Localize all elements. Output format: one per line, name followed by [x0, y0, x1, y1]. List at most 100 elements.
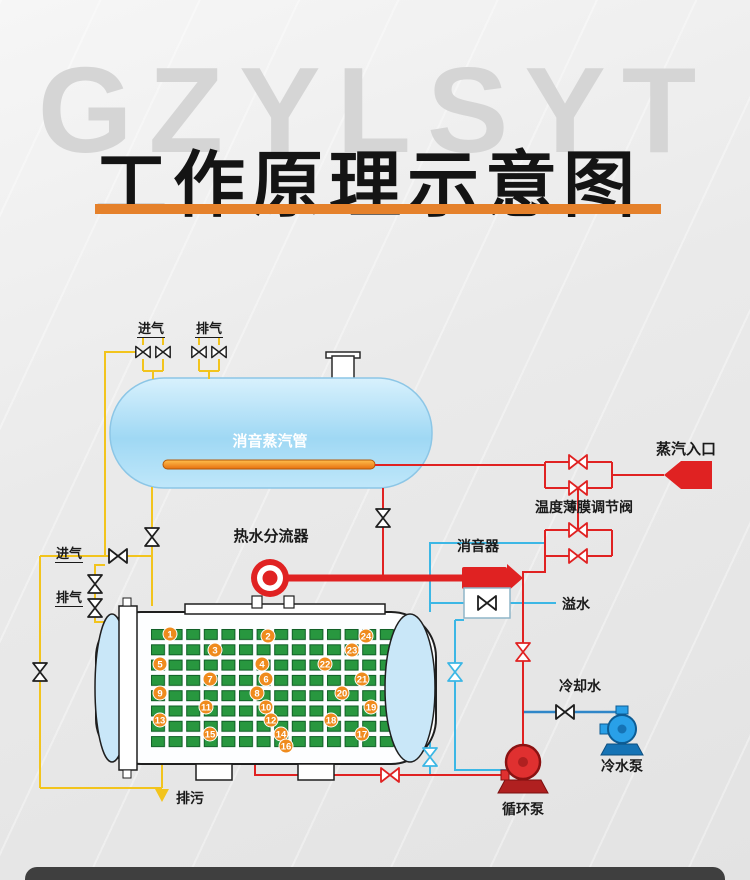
cold-pump-top-flange [615, 705, 629, 715]
label-overflow: 溢水 [562, 596, 591, 612]
circ-pump-base [497, 779, 549, 794]
circulating-pump-device [497, 743, 549, 794]
tube-number: 2 [265, 632, 270, 643]
valve-icon [375, 508, 391, 528]
next-section-edge [25, 867, 725, 880]
label-circulating-pump: 循环泵 [502, 801, 544, 817]
tube-number: 12 [266, 716, 277, 727]
tube-number: 18 [326, 716, 337, 727]
valve-icon [515, 642, 531, 662]
tube-number: 17 [357, 730, 368, 741]
silencer-body [462, 567, 507, 589]
hot-water-splitter-device [251, 559, 295, 609]
silencer-device [462, 564, 523, 592]
tube-marker: 22 [317, 656, 333, 672]
label-hot-water-splitter: 热水分流器 [233, 527, 309, 545]
tube-number: 5 [157, 660, 163, 671]
tube-number: 13 [155, 716, 166, 727]
valve-icon [108, 548, 128, 564]
tube-number: 7 [207, 675, 212, 686]
valve-icon [422, 747, 438, 767]
blowdown-arrow [155, 789, 169, 802]
tube-marker: 6 [258, 671, 274, 687]
tube-marker: 12 [263, 712, 279, 728]
tube-marker: 11 [198, 699, 214, 715]
tube-number: 10 [261, 703, 272, 714]
valve-icon [191, 345, 207, 359]
tube-marker: 5 [152, 656, 168, 672]
cyan-pipe-path [429, 542, 556, 775]
valve-icon [87, 598, 103, 618]
page-title: 工作原理示意图 [95, 146, 642, 226]
label-steam-pipe: 消音蒸汽管 [232, 432, 307, 450]
circ-pump-inlet-flange [500, 769, 510, 781]
tube-marker: 4 [254, 656, 270, 672]
valve-icon [568, 548, 588, 564]
valve-icon [155, 345, 171, 359]
tube-number: 14 [276, 730, 287, 741]
valve-icon [568, 454, 588, 470]
boiler-left-header [118, 605, 138, 771]
valve-icon [135, 345, 151, 359]
tube-marker: 7 [202, 671, 218, 687]
tube-marker: 19 [363, 699, 379, 715]
tube-markers: 1 2 3 4 5 6 7 8 9 10 11 12 13 14 15 16 1… [152, 626, 379, 754]
label-cold-water-pump: 冷水泵 [601, 758, 643, 774]
valve-icon [211, 345, 227, 359]
tube-number: 20 [337, 689, 348, 700]
boiler-right-cap [384, 613, 436, 763]
tube-marker: 13 [152, 712, 168, 728]
tube-marker: 17 [354, 726, 370, 742]
valve-icon [555, 704, 575, 720]
tube-marker: 2 [260, 628, 276, 644]
heater-element [162, 459, 376, 470]
boiler-support-left [195, 763, 233, 781]
diagram-labels: 进气 排气 消音蒸汽管 蒸汽入口 温度薄膜调节阀 消音器 热水分流器 溢水 进气… [55, 321, 716, 817]
valve-icon [144, 527, 160, 547]
tube-marker: 3 [207, 642, 223, 658]
tube-marker: 16 [278, 738, 294, 754]
label-steam-inlet: 蒸汽入口 [656, 440, 716, 458]
tube-number: 9 [157, 689, 162, 700]
splitter-nozzle-right [283, 595, 295, 609]
label-blowdown: 排污 [176, 790, 204, 806]
tube-number: 16 [281, 742, 292, 753]
tube-marker: 24 [358, 628, 374, 644]
tube-marker: 14 [273, 726, 289, 742]
tube-marker: 15 [202, 726, 218, 742]
cyan-water-pipes [429, 542, 556, 775]
tube-number: 19 [366, 703, 377, 714]
tube-number: 23 [347, 646, 358, 657]
tube-number: 24 [361, 632, 372, 643]
tube-marker: 8 [249, 685, 265, 701]
cold-pump-outlet-flange [599, 723, 609, 735]
boiler-tank [94, 597, 437, 781]
tube-number: 3 [212, 646, 217, 657]
tube-marker: 9 [152, 685, 168, 701]
tube-number: 6 [263, 675, 268, 686]
label-air-inlet-top: 进气 [138, 321, 164, 336]
tube-marker: 20 [334, 685, 350, 701]
cold-pump-base [600, 743, 644, 756]
label-temp-film-valve: 温度薄膜调节阀 [535, 499, 633, 515]
valve-icon [380, 767, 400, 783]
label-cooling-water: 冷却水 [559, 678, 602, 694]
steam-silencer-tank [109, 351, 433, 489]
cold-pump-hub [617, 724, 627, 734]
tube-marker: 1 [162, 626, 178, 642]
tank-vent-stub [331, 355, 355, 381]
header-bottom-stub [122, 769, 132, 779]
silencer-nozzle [507, 564, 523, 592]
label-air-outlet-left: 排气 [56, 590, 82, 605]
tube-marker: 21 [354, 671, 370, 687]
tube-number: 22 [320, 660, 331, 671]
tube-number: 15 [205, 730, 216, 741]
tube-number: 21 [357, 675, 368, 686]
splitter-nozzle-left [251, 595, 263, 609]
splitter-core [262, 570, 278, 586]
watermark-text: GZYLSYT [37, 42, 713, 178]
steam-inlet-arrow [664, 461, 712, 489]
label-air-inlet-left: 进气 [56, 546, 82, 561]
header-top-stub [122, 597, 132, 607]
